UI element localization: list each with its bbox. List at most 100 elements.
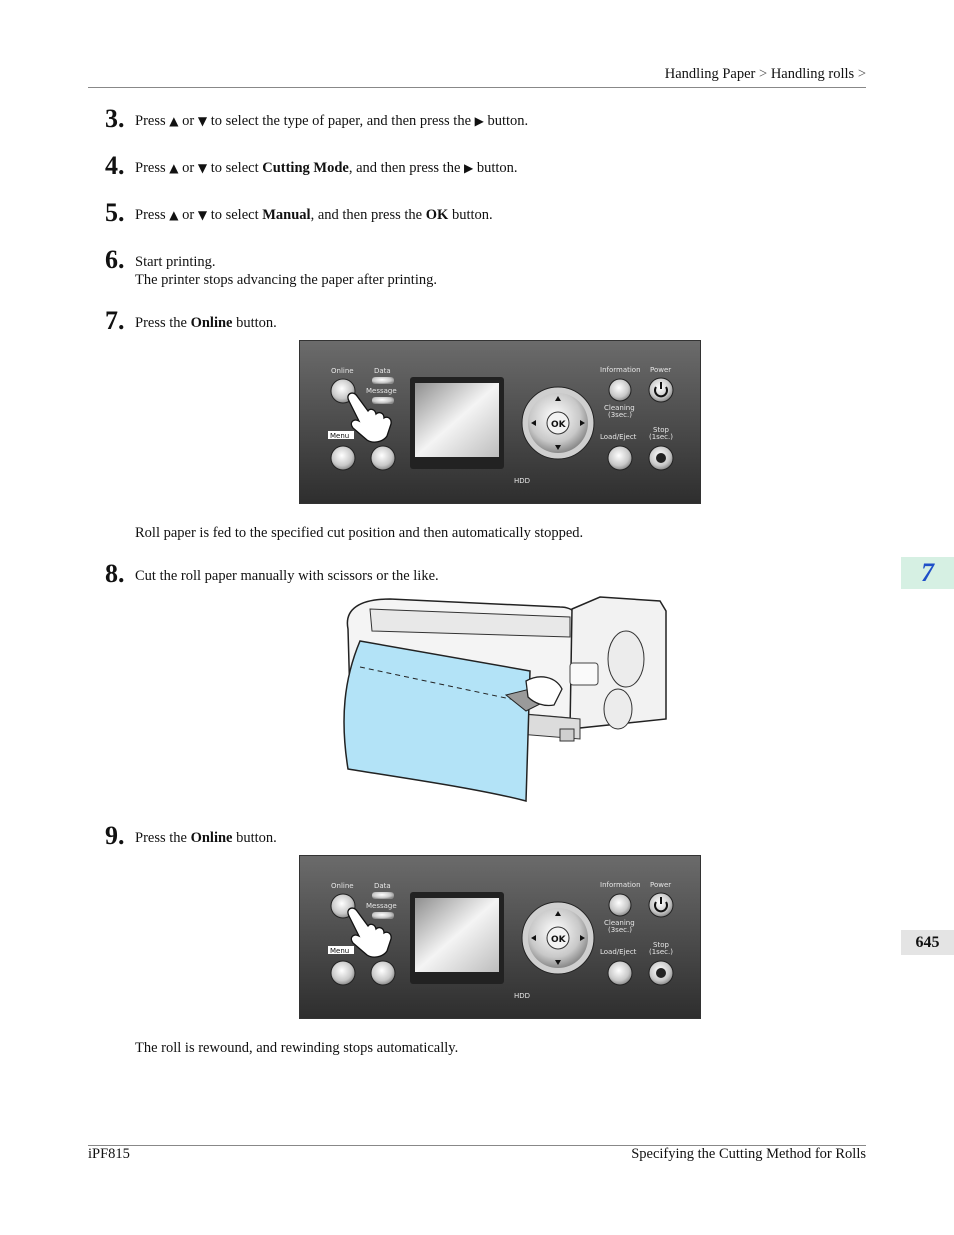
data-label: Data xyxy=(374,882,391,890)
step-5-text: Press ▲ or ▼ to select Manual, and then … xyxy=(135,206,493,224)
ok-button[interactable] xyxy=(546,926,570,950)
menu-label: Menu xyxy=(330,947,349,955)
step-9-result: The roll is rewound, and rewinding stops… xyxy=(135,1040,459,1056)
right-arrow-icon: ▶ xyxy=(464,161,474,175)
control-panel-illustration: Online Data Message Information Power Cl… xyxy=(299,340,701,504)
hand-icon xyxy=(525,676,563,707)
power-button[interactable] xyxy=(648,892,674,918)
step-3-text: Press ▲ or ▼ to select the type of paper… xyxy=(135,112,528,130)
power-label: Power xyxy=(650,366,671,374)
step-text-part: to select the type of paper, and then pr… xyxy=(207,113,475,129)
back-button[interactable] xyxy=(370,960,396,986)
step-7-result: Roll paper is fed to the specified cut p… xyxy=(135,525,584,541)
step-number: 8. xyxy=(105,559,125,588)
breadcrumb: Handling Paper > Handling rolls > xyxy=(665,66,866,83)
footer-model: iPF815 xyxy=(88,1146,130,1162)
operation-panel xyxy=(569,662,599,686)
chapter-number: 7 xyxy=(921,558,934,587)
stop-icon xyxy=(656,968,666,978)
button-name: OK xyxy=(425,207,449,223)
footer-section-title: Specifying the Cutting Method for Rolls xyxy=(631,1146,866,1162)
step-number: 6. xyxy=(105,245,125,274)
ok-label: OK xyxy=(551,420,567,430)
step-4-text: Press ▲ or ▼ to select Cutting Mode, and… xyxy=(135,159,518,177)
step-9-text: Press the Online button. xyxy=(135,829,277,847)
step-text-part: to select xyxy=(207,207,263,223)
data-lamp xyxy=(372,377,394,384)
step-text-part: button. xyxy=(448,207,493,223)
step-text-part: Press xyxy=(135,160,170,176)
load-eject-button[interactable] xyxy=(607,445,633,471)
chapter-tab[interactable]: 7 xyxy=(901,557,954,589)
up-arrow-icon: ▲ xyxy=(169,161,179,175)
step-text-part: button. xyxy=(232,830,277,846)
menu-label: Menu xyxy=(330,432,349,440)
down-arrow-icon: ▼ xyxy=(197,114,208,128)
step-text-part: or xyxy=(178,207,198,223)
load-eject-label: Load/Eject xyxy=(600,433,637,441)
lcd-screen xyxy=(415,383,499,457)
information-label: Information xyxy=(600,366,641,374)
load-eject-button[interactable] xyxy=(607,960,633,986)
cut-line xyxy=(359,666,521,702)
menu-button[interactable] xyxy=(330,960,356,986)
up-arrow-icon: ▲ xyxy=(169,208,179,222)
information-button[interactable] xyxy=(608,893,632,917)
power-label: Power xyxy=(650,881,671,889)
step-number: 9. xyxy=(105,821,125,850)
step-text-part: , and then press the xyxy=(348,160,465,176)
lcd-screen xyxy=(415,898,499,972)
step-text-part: button. xyxy=(483,113,529,129)
step-text-part: Press xyxy=(135,113,170,129)
step-6-line1: Start printing. xyxy=(135,254,216,270)
step-7-text: Press the Online button. xyxy=(135,314,277,332)
menu-button[interactable] xyxy=(330,445,356,471)
down-arrow-icon: ▼ xyxy=(197,208,208,222)
cleaning-sub-label: (3sec.) xyxy=(608,411,632,419)
pressing-hand-icon xyxy=(347,392,392,443)
step-text-part: , and then press the xyxy=(310,207,426,223)
hdd-label: HDD xyxy=(514,477,530,485)
header-divider xyxy=(88,87,866,88)
breadcrumb-item[interactable]: Handling Paper xyxy=(664,66,756,82)
step-text-part: or xyxy=(178,113,198,129)
step-number: 4. xyxy=(105,151,125,180)
stop-icon xyxy=(656,453,666,463)
cleaning-sub-label: (3sec.) xyxy=(608,926,632,934)
page-number: 645 xyxy=(915,934,940,951)
ok-label: OK xyxy=(551,935,567,945)
breadcrumb-item[interactable]: Handling rolls xyxy=(770,66,855,82)
printer-cutting-illustration xyxy=(330,589,670,803)
stop-label: Stop xyxy=(653,426,669,434)
power-icon xyxy=(654,382,668,398)
data-lamp xyxy=(372,892,394,899)
step-text-part: button. xyxy=(473,160,518,176)
breadcrumb-separator: > xyxy=(857,66,866,82)
step-number: 7. xyxy=(105,306,125,335)
power-icon xyxy=(654,897,668,913)
data-label: Data xyxy=(374,367,391,375)
message-lamp xyxy=(372,912,394,919)
control-panel-illustration: Online Data Message Information Power Cl… xyxy=(299,855,701,1019)
step-text-part: Press the xyxy=(135,315,191,331)
page-number-tab: 645 xyxy=(901,930,954,955)
ok-button[interactable] xyxy=(546,411,570,435)
back-button[interactable] xyxy=(370,445,396,471)
online-label: Online xyxy=(331,882,354,890)
step-number: 5. xyxy=(105,198,125,227)
step-text-part: button. xyxy=(232,315,277,331)
step-text-part: Press the xyxy=(135,830,191,846)
information-button[interactable] xyxy=(608,378,632,402)
stop-sub-label: (1sec.) xyxy=(649,948,673,956)
online-label: Online xyxy=(331,367,354,375)
step-6-line2: The printer stops advancing the paper af… xyxy=(135,272,437,288)
step-number: 3. xyxy=(105,104,125,133)
pressing-hand-icon xyxy=(347,907,392,958)
message-label: Message xyxy=(366,387,397,395)
information-label: Information xyxy=(600,881,641,889)
button-name: Online xyxy=(190,315,233,331)
roll-paper xyxy=(343,640,531,802)
power-button[interactable] xyxy=(648,377,674,403)
stop-label: Stop xyxy=(653,941,669,949)
stop-sub-label: (1sec.) xyxy=(649,433,673,441)
